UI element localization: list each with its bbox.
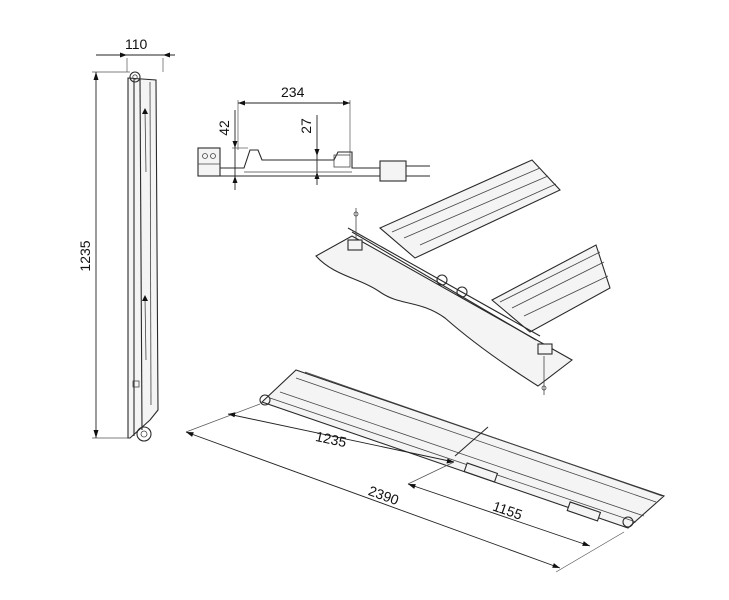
dim-profile-height-outer: 42 [216, 120, 232, 136]
dim-folded-height: 1235 [77, 240, 93, 271]
dim-profile-width: 234 [281, 84, 305, 100]
installation-perspective-view [315, 159, 611, 395]
folded-ramp-view: 110 1235 [77, 36, 175, 442]
dim-profile-height-inner: 27 [298, 118, 314, 134]
dim-folded-width: 110 [125, 36, 148, 52]
dim-segment-1: 1235 [314, 428, 348, 450]
unfolded-ramp-view: 1235 2390 1155 [185, 369, 666, 573]
dim-segment-2: 1155 [491, 498, 525, 523]
profile-section-view: 234 42 27 [197, 84, 430, 190]
